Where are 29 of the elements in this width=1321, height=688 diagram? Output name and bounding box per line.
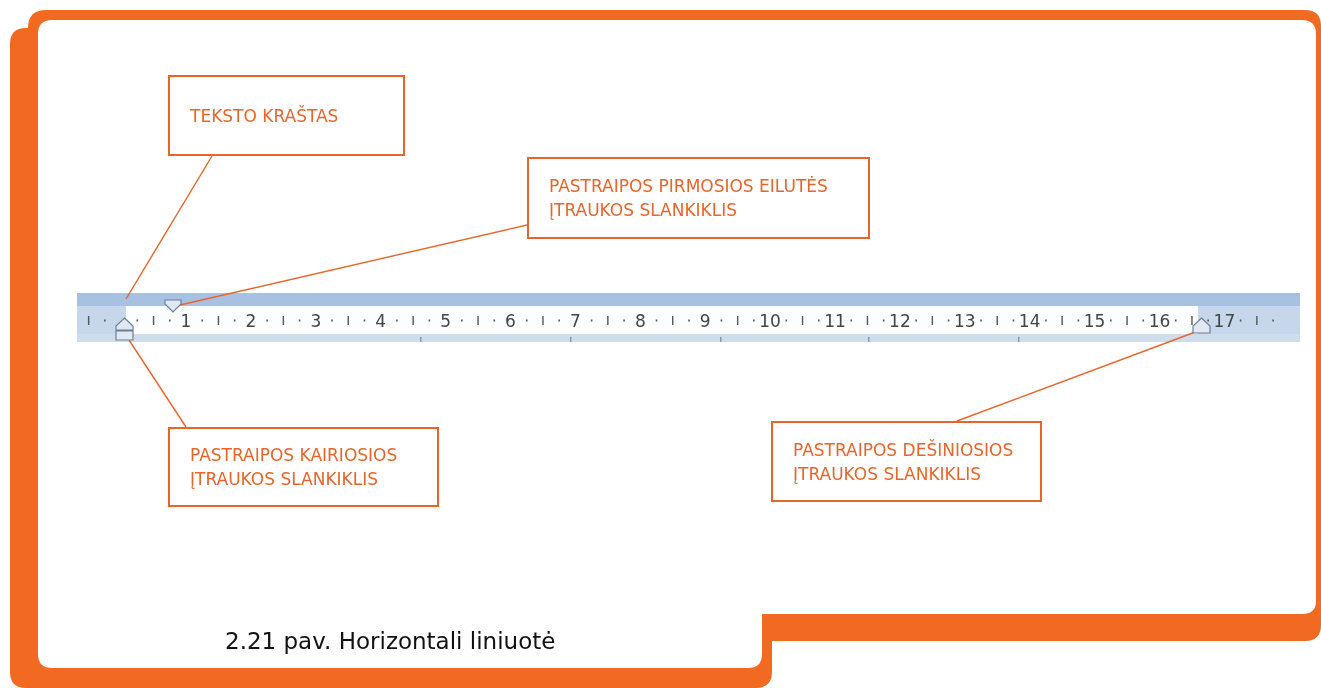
ruler-number: 8 [634, 310, 646, 332]
ruler-number: 3 [310, 310, 322, 332]
callout-box [771, 421, 1042, 502]
ruler-number: 1 [180, 310, 192, 332]
ruler-number: 17 [1213, 310, 1236, 332]
ruler-number: 15 [1083, 310, 1106, 332]
ruler-number: 6 [505, 310, 516, 332]
ruler-number: 14 [1018, 310, 1041, 332]
callout-text: PASTRAIPOS PIRMOSIOS EILUTĖS ĮTRAUKOS SLANKIKLIS [549, 175, 829, 222]
ruler-number: 9 [699, 310, 711, 332]
leader-line [128, 339, 187, 428]
ruler-number: 10 [759, 310, 781, 332]
ruler-number: 16 [1148, 310, 1171, 332]
ruler-number: 4 [375, 310, 387, 332]
callout-box [168, 427, 439, 507]
leader-line [125, 155, 213, 300]
callout-text: PASTRAIPOS DEŠINIOSIOS ĮTRAUKOS SLANKIKLIS [793, 438, 1015, 486]
ruler-number: 13 [954, 310, 976, 332]
ruler-number: 2 [245, 310, 257, 332]
callout-text: TEKSTO KRAŠTAS [190, 104, 339, 128]
ruler-number: 5 [440, 310, 451, 332]
indent-marker [164, 299, 182, 313]
ruler-number: 7 [570, 310, 581, 332]
ruler-number: 11 [824, 310, 846, 332]
ruler-number: 12 [889, 310, 911, 332]
callout-text: PASTRAIPOS KAIRIOSIOS ĮTRAUKOS SLANKIKLIS [190, 444, 399, 491]
figure-caption: 2.21 pav. Horizontali liniuotė [225, 628, 556, 654]
callout-box [168, 75, 405, 156]
callout-box [527, 157, 870, 239]
